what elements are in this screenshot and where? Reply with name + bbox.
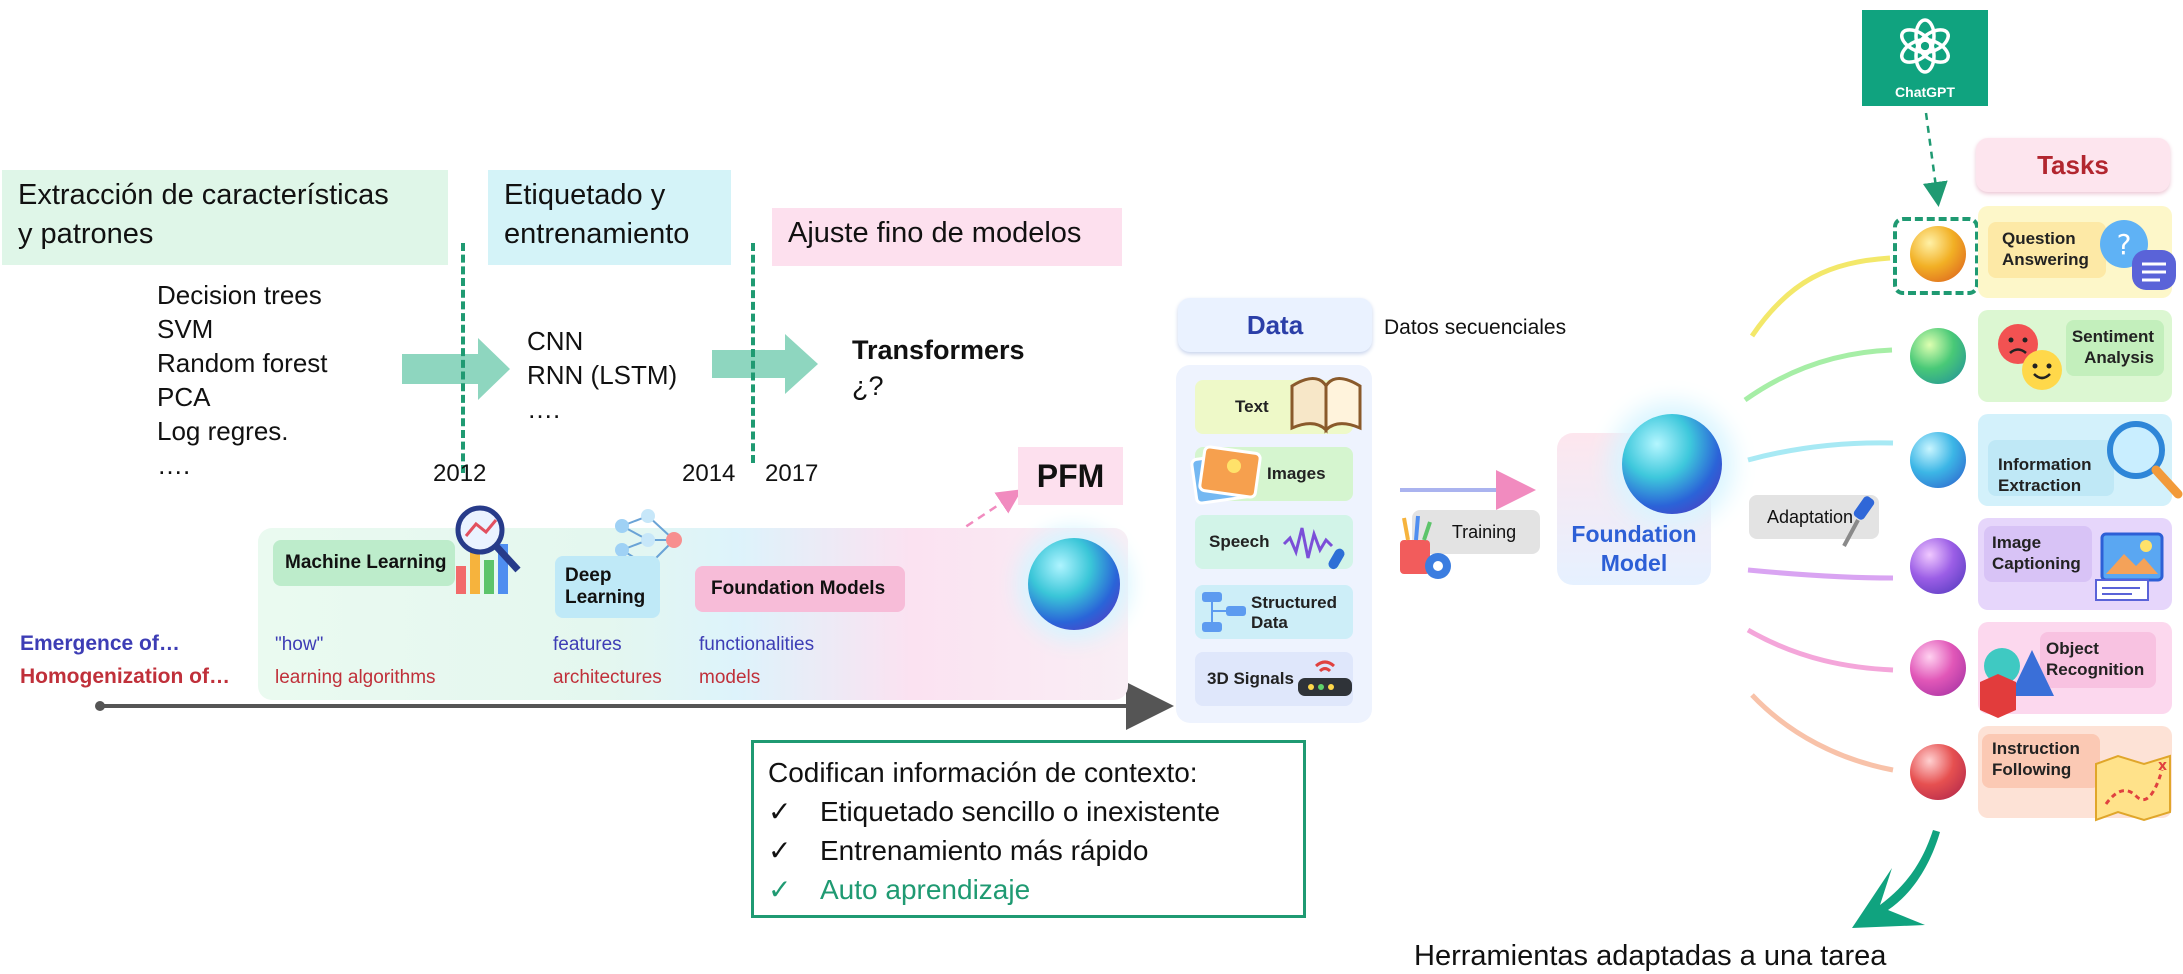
dl-homogenization: architectures <box>553 667 662 688</box>
images-icon <box>1190 445 1262 505</box>
tasks-title: Tasks <box>1976 138 2170 192</box>
context-title: Codifican información de contexto: <box>768 757 1198 788</box>
emoji-faces-icon <box>1998 324 2062 390</box>
book-icon <box>1290 377 1362 434</box>
header-feature-extraction: Extracción de características y patrones <box>2 170 448 265</box>
list-item: ✓Auto aprendizaje <box>768 870 1289 909</box>
task-label-box <box>1988 222 2106 278</box>
training-pill: Training <box>1412 510 1540 554</box>
task-label: Sentiment Analysis <box>2071 327 2154 367</box>
chatgpt-arrow <box>1922 112 1948 207</box>
foundation-model-sphere-icon <box>1622 414 1722 514</box>
task-sphere-icon <box>1910 744 1966 800</box>
task-sphere-icon <box>1910 640 1966 696</box>
list-item: RNN (LSTM) <box>527 360 678 390</box>
task-label-box <box>1982 734 2100 788</box>
task-label-box <box>2040 632 2156 688</box>
list-item: PCA <box>157 382 211 412</box>
shapes-icon <box>1980 648 2054 718</box>
ml-homogenization: learning algorithms <box>275 667 436 688</box>
check-icon: ✓ <box>768 796 792 827</box>
magnifier-icon <box>2107 421 2183 499</box>
task-label: Question Answering <box>2002 229 2089 269</box>
divider-2012 <box>461 243 465 473</box>
dl-emergence: features <box>553 634 622 655</box>
list-item: Decision trees <box>157 280 322 310</box>
chatgpt-highlight <box>1893 217 1979 295</box>
stage-deep-learning: Deep Learning <box>555 556 660 618</box>
screwdriver-icon <box>1842 496 1875 547</box>
speech-wave-icon <box>1282 527 1345 570</box>
timeline-arrow-1 <box>402 338 510 400</box>
fm-emergence: functionalities <box>699 634 815 655</box>
task-sphere-icon <box>1910 432 1966 488</box>
task-sphere-icon <box>1910 538 1966 594</box>
year-2014: 2014 <box>682 460 736 487</box>
dl-methods-list: CNN RNN (LSTM) …. <box>527 324 677 426</box>
task-sphere-icon <box>1910 328 1966 384</box>
emergence-label: Emergence of… <box>20 632 180 655</box>
year-2012: 2012 <box>433 460 487 487</box>
foundation-sphere-icon <box>1028 538 1120 630</box>
fm-homogenization: models <box>699 667 761 688</box>
svg-text:?: ? <box>2117 228 2132 261</box>
footer-caption: Herramientas adaptadas a una tarea <box>1414 940 1887 972</box>
neural-network-icon <box>615 509 682 573</box>
header-labeling-training: Etiquetado y entrenamiento <box>488 170 731 265</box>
check-icon: ✓ <box>768 874 792 905</box>
ml-methods-list: Decision trees SVM Random forest PCA Log… <box>157 278 328 482</box>
chatgpt-logo-icon <box>1900 18 1950 74</box>
data-note: Datos secuenciales <box>1384 316 1567 339</box>
question-bubble-icon: ? <box>2100 220 2176 290</box>
data-title-pill: Data <box>1178 298 1372 352</box>
pfm-badge: PFM <box>1018 447 1123 505</box>
context-box: Codifican información de contexto: ✓Etiq… <box>751 740 1306 918</box>
router-icon <box>1298 660 1352 696</box>
ml-emergence: "how" <box>275 634 324 655</box>
list-item: SVM <box>157 314 214 344</box>
task-label-box <box>1984 526 2092 582</box>
picture-frame-icon <box>2095 532 2164 601</box>
task-label-box <box>2066 320 2164 376</box>
header-fine-tuning: Ajuste fino de modelos <box>772 208 1122 266</box>
list-item: ✓Etiquetado sencillo o inexistente <box>768 792 1289 831</box>
map-icon: x <box>2095 754 2171 822</box>
list-item: ✓Entrenamiento más rápido <box>768 831 1289 870</box>
task-label: Object Recognition <box>2046 639 2145 679</box>
transformers-title: Transformers <box>852 335 1025 365</box>
ml-chart-icon <box>455 505 521 594</box>
flowchart-icon <box>1202 592 1246 632</box>
list-item: Log regres. <box>157 416 289 446</box>
foundation-model-label: Foundation Model <box>1571 521 1697 576</box>
task-label: Image Captioning <box>1992 533 2081 573</box>
adaptation-pill: Adaptation <box>1749 495 1879 539</box>
year-2017: 2017 <box>765 460 819 487</box>
timeline-arrow-2 <box>712 334 818 394</box>
check-icon: ✓ <box>768 835 792 866</box>
chatgpt-label: ChatGPT <box>1895 84 1955 100</box>
transformers-block: Transformers ¿? <box>852 332 1025 404</box>
stage-machine-learning: Machine Learning <box>273 540 455 586</box>
divider-2014 <box>751 243 755 463</box>
homogenization-label: Homogenization of… <box>20 665 230 688</box>
stage-foundation-models: Foundation Models <box>695 566 905 612</box>
footer-arrow <box>1852 830 1940 928</box>
list-item: …. <box>527 394 561 424</box>
list-item: …. <box>157 450 191 480</box>
list-item: CNN <box>527 326 584 356</box>
list-item: Random forest <box>157 348 328 378</box>
task-label: Information Extraction <box>1998 455 2092 495</box>
svg-text:x: x <box>2158 758 2167 774</box>
transformers-sub: ¿? <box>852 371 884 401</box>
task-sphere-icon <box>1910 226 1966 282</box>
task-label-box <box>1988 440 2114 496</box>
task-label: Instruction Following <box>1992 739 2080 779</box>
training-tools-icon <box>1400 515 1451 579</box>
